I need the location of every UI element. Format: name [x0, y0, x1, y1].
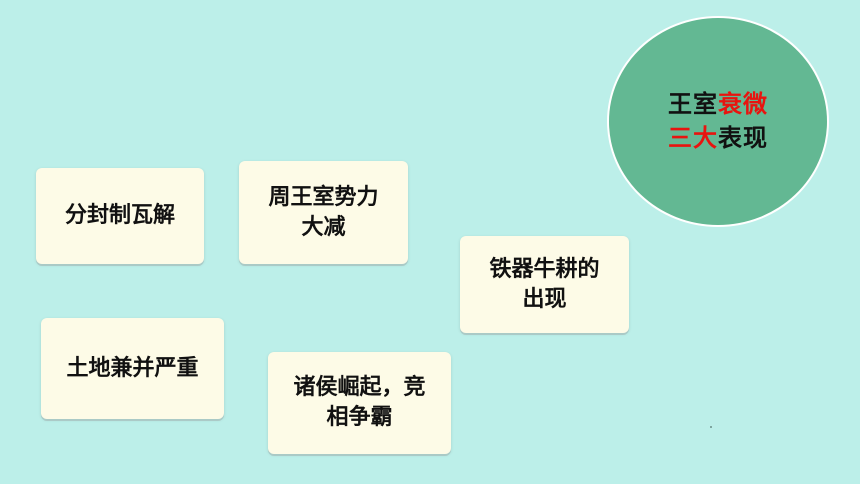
card-label: 铁器牛耕的 出现: [489, 256, 600, 312]
decorative-dot: [710, 426, 712, 428]
title-text-decline: 衰微: [718, 89, 768, 118]
title-text-royal-house: 王室: [668, 89, 718, 118]
card-iron-tools: 铁器牛耕的 出现: [460, 236, 629, 333]
card-label: 周王室势力 大减: [268, 184, 379, 240]
card-label: 诸侯崛起，竞 相争霸: [293, 375, 426, 430]
title-text-manifestations: 表现: [718, 123, 768, 152]
card-label: 分封制瓦解: [64, 203, 175, 229]
card-land-annexation: 土地兼并严重: [41, 318, 224, 419]
card-feudal-system: 分封制瓦解: [36, 168, 204, 264]
card-vassals-rise: 诸侯崛起，竞 相争霸: [268, 352, 451, 454]
card-label: 土地兼并严重: [66, 355, 199, 381]
title-line-2: 三大表现: [668, 122, 768, 156]
title-line-1: 王室衰微: [668, 88, 768, 122]
card-zhou-power: 周王室势力 大减: [239, 161, 408, 264]
title-circle: 王室衰微 三大表现: [607, 16, 829, 227]
title-text-three-major: 三大: [668, 123, 718, 152]
